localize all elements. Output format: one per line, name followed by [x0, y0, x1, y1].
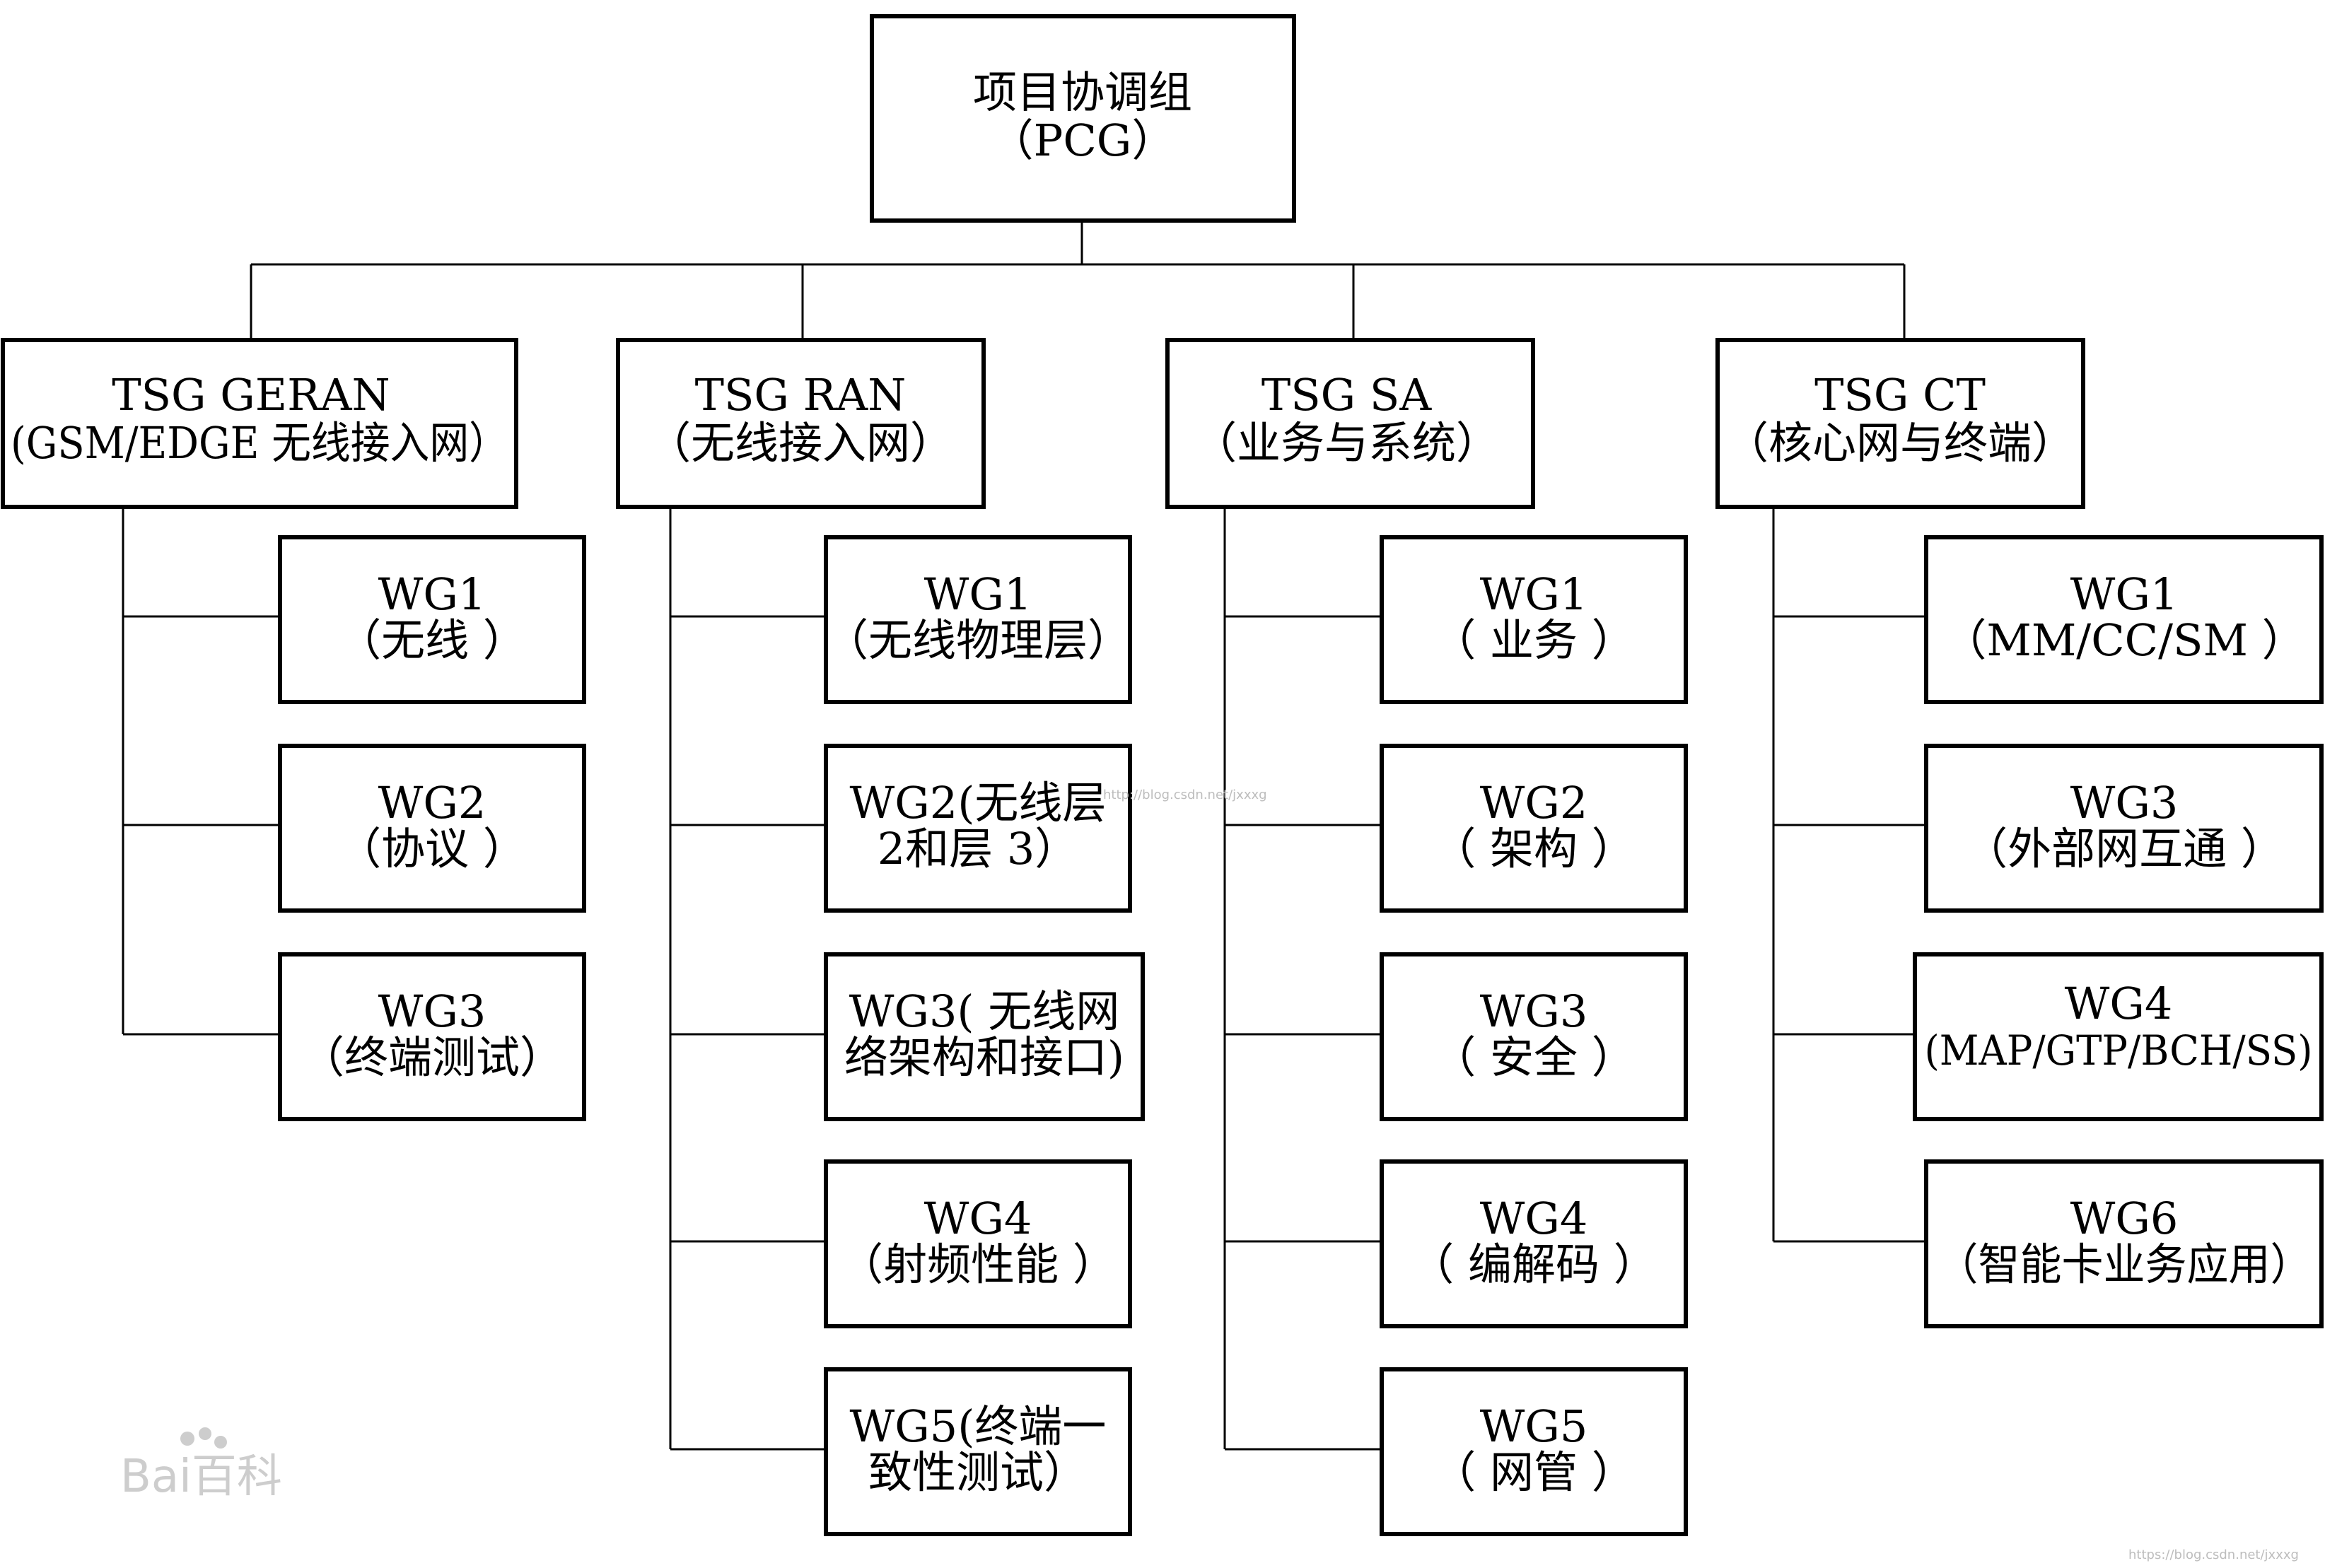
paw-icon-toe — [214, 1436, 227, 1449]
wg-node-ran-wg3: WG3( 无线网 络架构和接口) — [824, 952, 1145, 1121]
wg-node-ran-wg4: WG4 （射频性能 ） — [824, 1159, 1132, 1328]
wg-node-code: WG6 — [2070, 1193, 2179, 1244]
connectors — [122, 221, 1926, 1451]
watermark-url-corner: https://blog.csdn.net/jxxxg — [2128, 1547, 2299, 1562]
wg-node-desc: 2和层 3） — [878, 823, 1079, 874]
paw-icon — [180, 1432, 194, 1446]
wg-node-geran-wg2: WG2 （协议 ） — [278, 744, 586, 913]
tsg-node-ran: TSG RAN （无线接入网） — [616, 338, 986, 509]
tsg-node-sa: TSG SA （业务与系统） — [1165, 338, 1535, 509]
wg-node-desc: （ 业务 ） — [1432, 614, 1635, 666]
tsg-node-subtitle: （无线接入网） — [647, 417, 954, 469]
wg-node-desc: （MM/CC/SM ） — [1942, 614, 2305, 666]
wg-node-sa-wg5: WG5 （ 网管 ） — [1380, 1367, 1688, 1536]
wg-node-desc: （无线 ） — [337, 614, 527, 666]
wg-node-code: WG1 — [378, 568, 486, 620]
tsg-node-title: TSG SA — [1261, 369, 1433, 421]
wg-node-geran-wg3: WG3 （终端测试） — [278, 952, 586, 1121]
wg-node-code: WG3 — [378, 985, 486, 1037]
root-node-pcg: 项目协调组 （PCG） — [870, 14, 1296, 223]
wg-node-code: WG5(终端一 — [850, 1400, 1107, 1452]
wg-node-desc: （协议 ） — [337, 823, 527, 874]
wg-node-code: WG2(无线层 — [850, 777, 1107, 829]
wg-node-desc: （ 安全 ） — [1432, 1031, 1635, 1083]
wg-node-desc: （ 架构 ） — [1432, 823, 1635, 874]
wg-node-ct-wg4: WG4 (MAP/GTP/BCH/SS) — [1913, 952, 2324, 1121]
wg-node-desc: 络架构和接口) — [844, 1031, 1124, 1083]
wg-node-sa-wg1: WG1 （ 业务 ） — [1380, 535, 1688, 704]
wg-node-ct-wg1: WG1 （MM/CC/SM ） — [1924, 535, 2324, 704]
wg-node-code: WG2 — [378, 777, 486, 829]
wg-node-desc: （无线物理层） — [824, 614, 1131, 666]
wg-node-code: WG3 — [2070, 777, 2179, 829]
wg-node-ran-wg5: WG5(终端一 致性测试） — [824, 1367, 1132, 1536]
wg-node-desc: （射频性能 ） — [839, 1239, 1117, 1290]
wg-node-desc: （终端测试） — [301, 1031, 564, 1083]
wg-node-sa-wg3: WG3 （ 安全 ） — [1380, 952, 1688, 1121]
baidu-watermark: Bai百科 — [120, 1427, 282, 1503]
wg-node-code: WG4 — [924, 1193, 1032, 1244]
wg-node-code: WG1 — [2070, 568, 2179, 620]
watermark-url-center: http://blog.csdn.net/jxxxg — [1103, 788, 1267, 802]
wg-node-ct-wg6: WG6 （智能卡业务应用） — [1924, 1159, 2324, 1328]
wg-node-desc: （ 网管 ） — [1432, 1446, 1635, 1498]
wg-node-code: WG4 — [2065, 978, 2173, 1029]
tsg-node-subtitle: （业务与系统） — [1193, 417, 1500, 469]
wg-node-ct-wg3: WG3 （外部网互通 ） — [1924, 744, 2324, 913]
root-node-subtitle: （PCG） — [990, 115, 1176, 166]
tsg-node-title: TSG GERAN — [112, 369, 390, 421]
wg-node-code: WG2 — [1480, 777, 1588, 829]
tsg-node-ct: TSG CT （核心网与终端） — [1715, 338, 2085, 509]
wg-node-desc: （智能卡业务应用） — [1937, 1239, 2312, 1290]
wg-node-ran-wg1: WG1 （无线物理层） — [824, 535, 1132, 704]
wg-node-code: WG3( 无线网 — [849, 985, 1120, 1037]
wg-node-ran-wg2: WG2(无线层 2和层 3） — [824, 744, 1132, 913]
wg-node-code: WG4 — [1480, 1193, 1588, 1244]
wg-node-code: WG3 — [1480, 985, 1588, 1037]
wg-node-sa-wg4: WG4 （ 编解码 ） — [1380, 1159, 1688, 1328]
watermark-brand: Bai百科 — [120, 1451, 282, 1503]
tsg-node-subtitle: (GSM/EDGE 无线接入网） — [11, 417, 508, 469]
wg-node-desc: (MAP/GTP/BCH/SS) — [1925, 1026, 2313, 1075]
wg-node-sa-wg2: WG2 （ 架构 ） — [1380, 744, 1688, 913]
wg-node-code: WG5 — [1480, 1400, 1588, 1452]
tsg-node-title: TSG RAN — [695, 369, 907, 421]
wg-node-desc: （ 编解码 ） — [1410, 1239, 1657, 1290]
wg-node-desc: 致性测试） — [868, 1446, 1088, 1498]
wg-node-code: WG1 — [924, 568, 1032, 620]
root-node-title: 项目协调组 — [973, 66, 1192, 118]
wg-node-geran-wg1: WG1 （无线 ） — [278, 535, 586, 704]
tsg-node-geran: TSG GERAN (GSM/EDGE 无线接入网） — [1, 338, 518, 509]
tsg-node-subtitle: （核心网与终端） — [1725, 417, 2075, 469]
wg-node-code: WG1 — [1480, 568, 1588, 620]
wg-node-desc: （外部网互通 ） — [1964, 823, 2285, 874]
tsg-node-title: TSG CT — [1814, 369, 1986, 421]
paw-icon-toe — [199, 1427, 211, 1440]
